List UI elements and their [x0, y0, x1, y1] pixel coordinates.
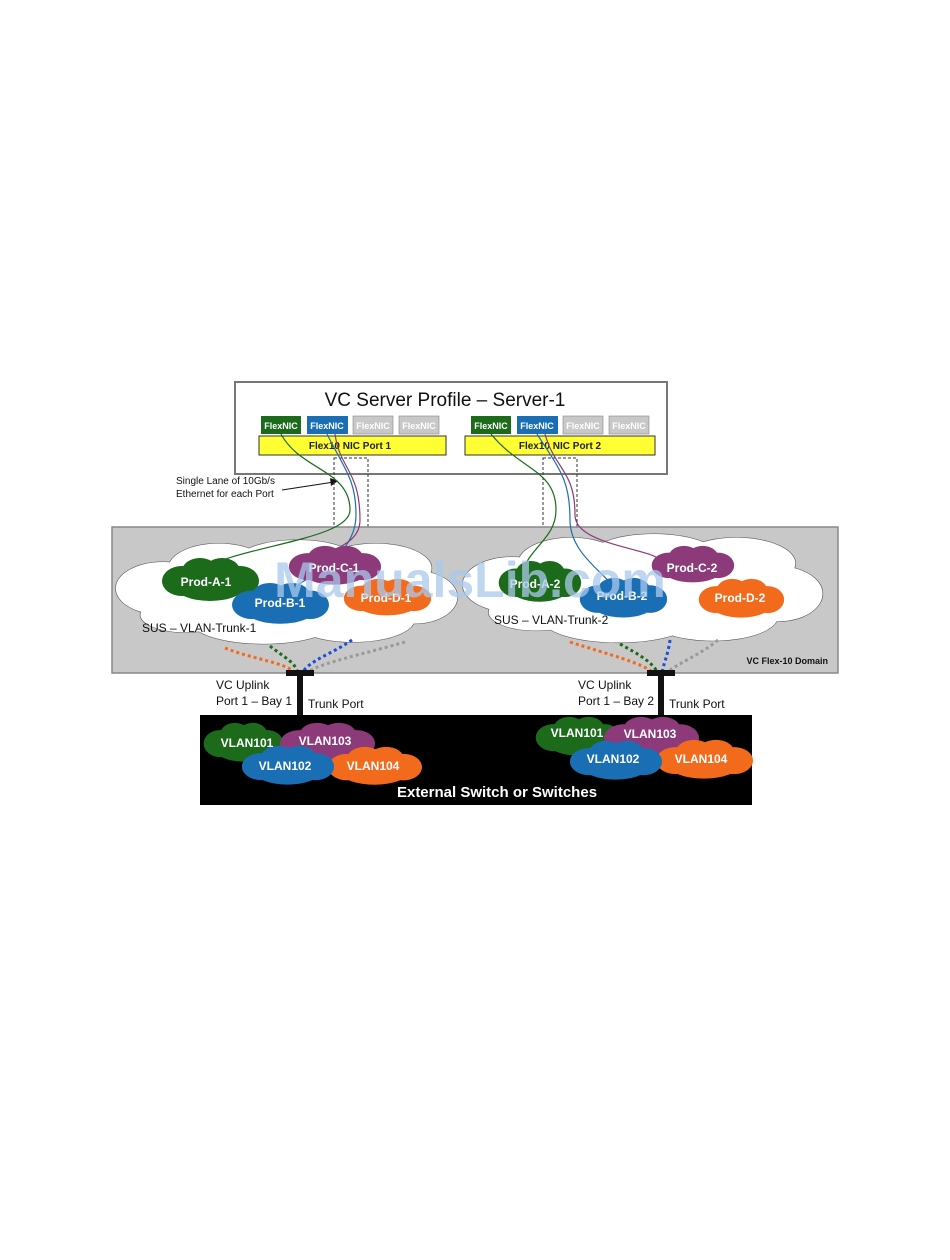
- svg-text:Prod-B-1: Prod-B-1: [255, 596, 306, 610]
- sus-2-label: SUS – VLAN-Trunk-2: [494, 613, 609, 627]
- svg-text:VLAN103: VLAN103: [624, 727, 677, 741]
- svg-text:Port 1 – Bay 1: Port 1 – Bay 1: [216, 694, 292, 708]
- svg-text:Trunk Port: Trunk Port: [308, 697, 364, 711]
- watermark: ManualsLib.com: [274, 552, 666, 608]
- flexnic-1d: FlexNIC: [398, 415, 440, 435]
- nic-port-1: [258, 435, 447, 456]
- svg-text:Trunk Port: Trunk Port: [669, 697, 725, 711]
- lane-annotation: Single Lane of 10Gb/s Ethernet for each …: [176, 476, 338, 500]
- svg-text:FlexNIC: FlexNIC: [402, 421, 436, 431]
- svg-text:VC Uplink: VC Uplink: [216, 678, 270, 692]
- svg-text:VLAN101: VLAN101: [221, 736, 274, 750]
- server-profile-title: VC Server Profile – Server-1: [325, 390, 566, 411]
- svg-text:FlexNIC: FlexNIC: [474, 421, 508, 431]
- nic-port-2-label: Flex10 NIC Port 2: [519, 441, 602, 452]
- svg-text:Port 1 – Bay 2: Port 1 – Bay 2: [578, 694, 654, 708]
- svg-text:VLAN102: VLAN102: [587, 752, 640, 766]
- flexnic-2b: FlexNIC: [517, 416, 558, 434]
- svg-text:Ethernet for each Port: Ethernet for each Port: [176, 489, 274, 500]
- external-switch-label: External Switch or Switches: [397, 784, 597, 801]
- sus-1-label: SUS – VLAN-Trunk-1: [142, 621, 257, 635]
- flexnic-2c: FlexNIC: [562, 415, 604, 435]
- svg-text:Prod-D-2: Prod-D-2: [715, 591, 766, 605]
- uplink-port-bay-1: [286, 670, 314, 716]
- nic-port-2: [464, 435, 656, 456]
- flexnic-2a: FlexNIC: [471, 416, 511, 434]
- svg-text:VLAN104: VLAN104: [347, 759, 400, 773]
- svg-text:VLAN103: VLAN103: [299, 734, 352, 748]
- svg-text:Prod-C-1: Prod-C-1: [309, 561, 360, 575]
- server-profile-box: VC Server Profile – Server-1 Flex10 NIC …: [234, 381, 668, 475]
- svg-text:FlexNIC: FlexNIC: [612, 421, 646, 431]
- svg-text:Prod-A-1: Prod-A-1: [181, 575, 232, 589]
- flexnic-1b: FlexNIC: [307, 416, 348, 434]
- uplink-port-bay-2: [647, 670, 675, 716]
- svg-text:Prod-D-1: Prod-D-1: [361, 591, 412, 605]
- vc-domain-label: VC Flex-10 Domain: [746, 656, 828, 666]
- svg-text:FlexNIC: FlexNIC: [264, 421, 298, 431]
- svg-text:VLAN104: VLAN104: [675, 752, 728, 766]
- svg-text:VLAN102: VLAN102: [259, 759, 312, 773]
- svg-text:FlexNIC: FlexNIC: [310, 421, 344, 431]
- svg-text:FlexNIC: FlexNIC: [566, 421, 600, 431]
- svg-text:Prod-B-2: Prod-B-2: [597, 589, 648, 603]
- svg-text:VLAN101: VLAN101: [551, 726, 604, 740]
- flexnic-1a: FlexNIC: [261, 416, 301, 434]
- nic-port-1-label: Flex10 NIC Port 1: [309, 441, 392, 452]
- svg-text:Single Lane of 10Gb/s: Single Lane of 10Gb/s: [176, 476, 275, 487]
- svg-text:Prod-C-2: Prod-C-2: [667, 561, 718, 575]
- svg-text:VC Uplink: VC Uplink: [578, 678, 632, 692]
- svg-text:FlexNIC: FlexNIC: [520, 421, 554, 431]
- flexnic-1c: FlexNIC: [352, 415, 394, 435]
- flexnic-2d: FlexNIC: [608, 415, 650, 435]
- svg-text:FlexNIC: FlexNIC: [356, 421, 390, 431]
- svg-text:Prod-A-2: Prod-A-2: [510, 577, 561, 591]
